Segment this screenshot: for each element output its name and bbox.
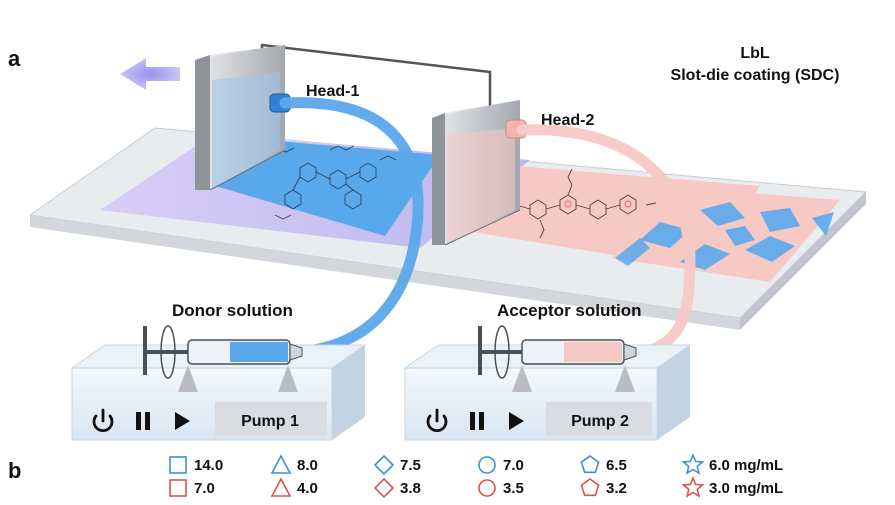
pump-1-label: Pump 1 bbox=[241, 413, 299, 430]
square-marker-icon bbox=[169, 479, 187, 497]
pentagon-marker-icon bbox=[580, 478, 600, 497]
circle-marker-icon bbox=[478, 456, 496, 474]
pump-1-power-icon[interactable] bbox=[92, 408, 114, 432]
donor-film bbox=[212, 140, 440, 236]
pump-2-label: Pump 2 bbox=[571, 413, 629, 430]
legend-circle-top-value: 7.0 bbox=[503, 457, 524, 474]
legend-square-bottom-value: 7.0 bbox=[194, 480, 215, 497]
donor-solution-label: Donor solution bbox=[172, 301, 293, 320]
triangle-marker-icon bbox=[270, 477, 292, 497]
triangle-marker-icon bbox=[270, 454, 292, 474]
diamond-marker-icon bbox=[373, 477, 395, 499]
head-1-label: Head-1 bbox=[306, 83, 359, 100]
legend-star-bottom-value: 3.0 mg/mL bbox=[709, 480, 783, 497]
diamond-marker-icon bbox=[373, 454, 395, 476]
legend-triangle-top-value: 8.0 bbox=[297, 457, 318, 474]
concentration-legend: 14.0 7.0 8.0 4.0 7.5 3.8 7.0 3.5 6.5 3.2 6.0 mg/mL… bbox=[169, 452, 783, 499]
star-marker-icon bbox=[681, 452, 705, 475]
acceptor-feed-tube bbox=[516, 124, 696, 360]
pump-2-play-icon[interactable] bbox=[509, 412, 524, 430]
syringe-1 bbox=[143, 325, 303, 379]
legend-pentagon-bottom-value: 3.2 bbox=[606, 480, 627, 497]
pump-2-power-icon[interactable] bbox=[426, 408, 448, 432]
title-line-2: Slot-die coating (SDC) bbox=[671, 67, 840, 84]
star-marker-icon bbox=[681, 475, 705, 498]
legend-diamond-bottom-value: 3.8 bbox=[400, 480, 421, 497]
donor-feed-tube bbox=[279, 97, 424, 358]
legend-diamond-top-value: 7.5 bbox=[400, 457, 421, 474]
pentagon-marker-icon bbox=[580, 455, 600, 474]
square-marker-icon bbox=[169, 456, 187, 474]
legend-circle-bottom-value: 3.5 bbox=[503, 480, 524, 497]
pump-1-play-icon[interactable] bbox=[175, 412, 190, 430]
legend-pentagon-top-value: 6.5 bbox=[606, 457, 627, 474]
pump-1-pause-icon[interactable] bbox=[136, 412, 150, 430]
legend-square-top-value: 14.0 bbox=[194, 457, 223, 474]
head-2-label: Head-2 bbox=[541, 112, 594, 129]
panel-b-label: b bbox=[8, 458, 21, 483]
legend-triangle-bottom-value: 4.0 bbox=[297, 480, 318, 497]
slot-die-head-1 bbox=[195, 45, 291, 191]
title-line-1: LbL bbox=[740, 45, 770, 62]
legend-star-top-value: 6.0 mg/mL bbox=[709, 457, 783, 474]
pump-2-pause-icon[interactable] bbox=[470, 412, 484, 430]
acceptor-solution-label: Acceptor solution bbox=[497, 301, 642, 320]
panel-a-label: a bbox=[8, 46, 21, 71]
slot-die-head-2 bbox=[432, 100, 527, 246]
syringe-2 bbox=[478, 325, 637, 379]
mixed-film-pattern bbox=[612, 188, 840, 282]
direction-arrow-icon bbox=[120, 58, 180, 90]
circle-marker-icon bbox=[478, 479, 496, 497]
